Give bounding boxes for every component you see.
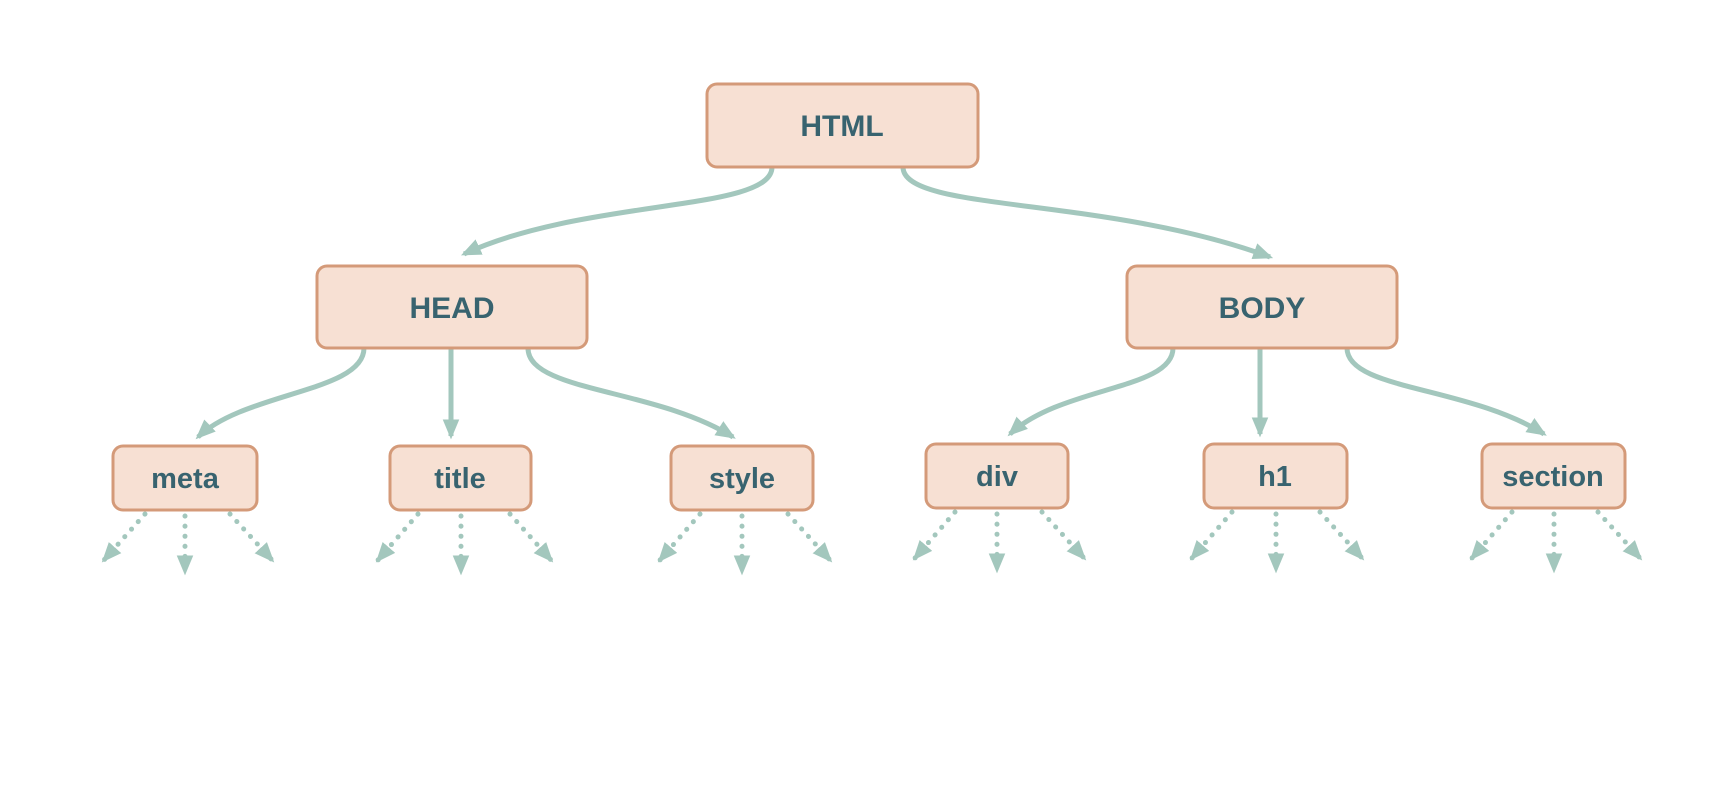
node-html: HTML xyxy=(705,82,980,169)
edge-div-children-right xyxy=(1039,509,1087,561)
edge-title-children-right xyxy=(507,511,554,563)
edge-section-children-right xyxy=(1595,509,1643,561)
node-div-label: div xyxy=(976,461,1018,493)
nodes: HTML HEAD BODY meta title style xyxy=(111,82,1627,512)
node-style-box xyxy=(669,444,815,512)
node-div: div xyxy=(924,442,1070,510)
node-section: section xyxy=(1480,442,1627,510)
node-meta-label: meta xyxy=(151,463,220,495)
node-h1-box xyxy=(1202,442,1349,510)
node-meta: meta xyxy=(111,444,259,512)
node-head: HEAD xyxy=(315,264,589,350)
edge-meta-children-right xyxy=(227,511,275,563)
edge-div-children-left xyxy=(912,509,958,561)
edge-h1-children-right xyxy=(1317,509,1365,561)
edge-style-children-left xyxy=(657,511,703,563)
node-html-box xyxy=(705,82,980,169)
edge-head-style xyxy=(525,347,736,440)
node-section-label: section xyxy=(1502,461,1604,493)
node-title-label: title xyxy=(434,463,486,495)
node-html-label: HTML xyxy=(800,110,883,143)
node-body-label: BODY xyxy=(1219,292,1306,325)
edge-body-section xyxy=(1344,347,1547,437)
node-title: title xyxy=(388,444,533,512)
edge-html-body xyxy=(900,166,1274,260)
node-body-box xyxy=(1125,264,1399,350)
edge-meta-children-left xyxy=(101,511,148,563)
edges-solid xyxy=(195,166,1547,440)
edge-html-head xyxy=(460,166,775,257)
edge-title-children-left xyxy=(375,511,421,563)
node-style: style xyxy=(669,444,815,512)
edge-head-meta xyxy=(195,347,367,440)
node-div-box xyxy=(924,442,1070,510)
node-title-box xyxy=(388,444,533,512)
node-body: BODY xyxy=(1125,264,1399,350)
node-section-box xyxy=(1480,442,1627,510)
node-meta-box xyxy=(111,444,259,512)
node-head-box xyxy=(315,264,589,350)
edge-body-div xyxy=(1007,347,1176,437)
edge-style-children-right xyxy=(785,511,833,563)
edges-dotted xyxy=(101,509,1643,576)
edge-h1-children-left xyxy=(1189,509,1235,561)
edge-section-children-left xyxy=(1469,509,1515,561)
node-h1-label: h1 xyxy=(1258,461,1292,493)
node-h1: h1 xyxy=(1202,442,1349,510)
node-style-label: style xyxy=(709,463,775,495)
node-head-label: HEAD xyxy=(409,292,494,325)
